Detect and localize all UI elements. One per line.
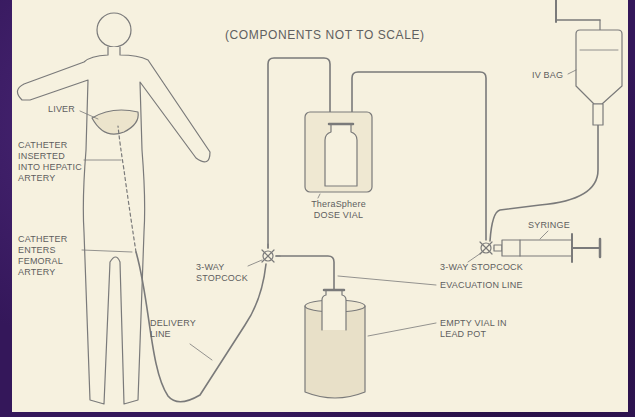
part-label: IV BAG <box>532 70 570 81</box>
evacuation-line-tube <box>276 256 334 292</box>
part-label: LIVER <box>48 104 80 115</box>
figure-body <box>17 47 210 404</box>
delivery-line-tube <box>136 252 266 402</box>
part-label: EVACUATION LINE <box>440 280 540 291</box>
part-label: TheraSphere DOSE VIAL <box>301 199 376 221</box>
stopcock-right <box>480 242 502 254</box>
scale-note: (COMPONENTS NOT TO SCALE) <box>225 28 425 42</box>
leader-lines <box>80 70 576 360</box>
part-label: CATHETER ENTERS FEMORAL ARTERY <box>18 234 80 278</box>
part-label: DELIVERY LINE <box>150 318 204 340</box>
liver-organ <box>92 110 138 134</box>
syringe-symbol <box>494 234 600 262</box>
part-label: CATHETER INSERTED INTO HEPATIC ARTERY <box>18 140 82 184</box>
part-label: EMPTY VIAL IN LEAD POT <box>440 318 524 340</box>
dose-vial-shield <box>305 112 372 192</box>
catheter-in-body <box>118 126 136 252</box>
dose-vial <box>325 124 357 186</box>
stopcock-left <box>262 244 280 262</box>
figure-head <box>97 13 131 47</box>
iv-line-tube <box>490 125 598 241</box>
iv-bag-symbol <box>556 0 622 125</box>
part-label: 3-WAY STOPCOCK <box>440 262 540 273</box>
part-label: 3-WAY STOPCOCK <box>196 262 248 284</box>
part-label: SYRINGE <box>528 220 578 231</box>
vial-cap <box>329 123 353 126</box>
lead-pot <box>305 290 365 398</box>
